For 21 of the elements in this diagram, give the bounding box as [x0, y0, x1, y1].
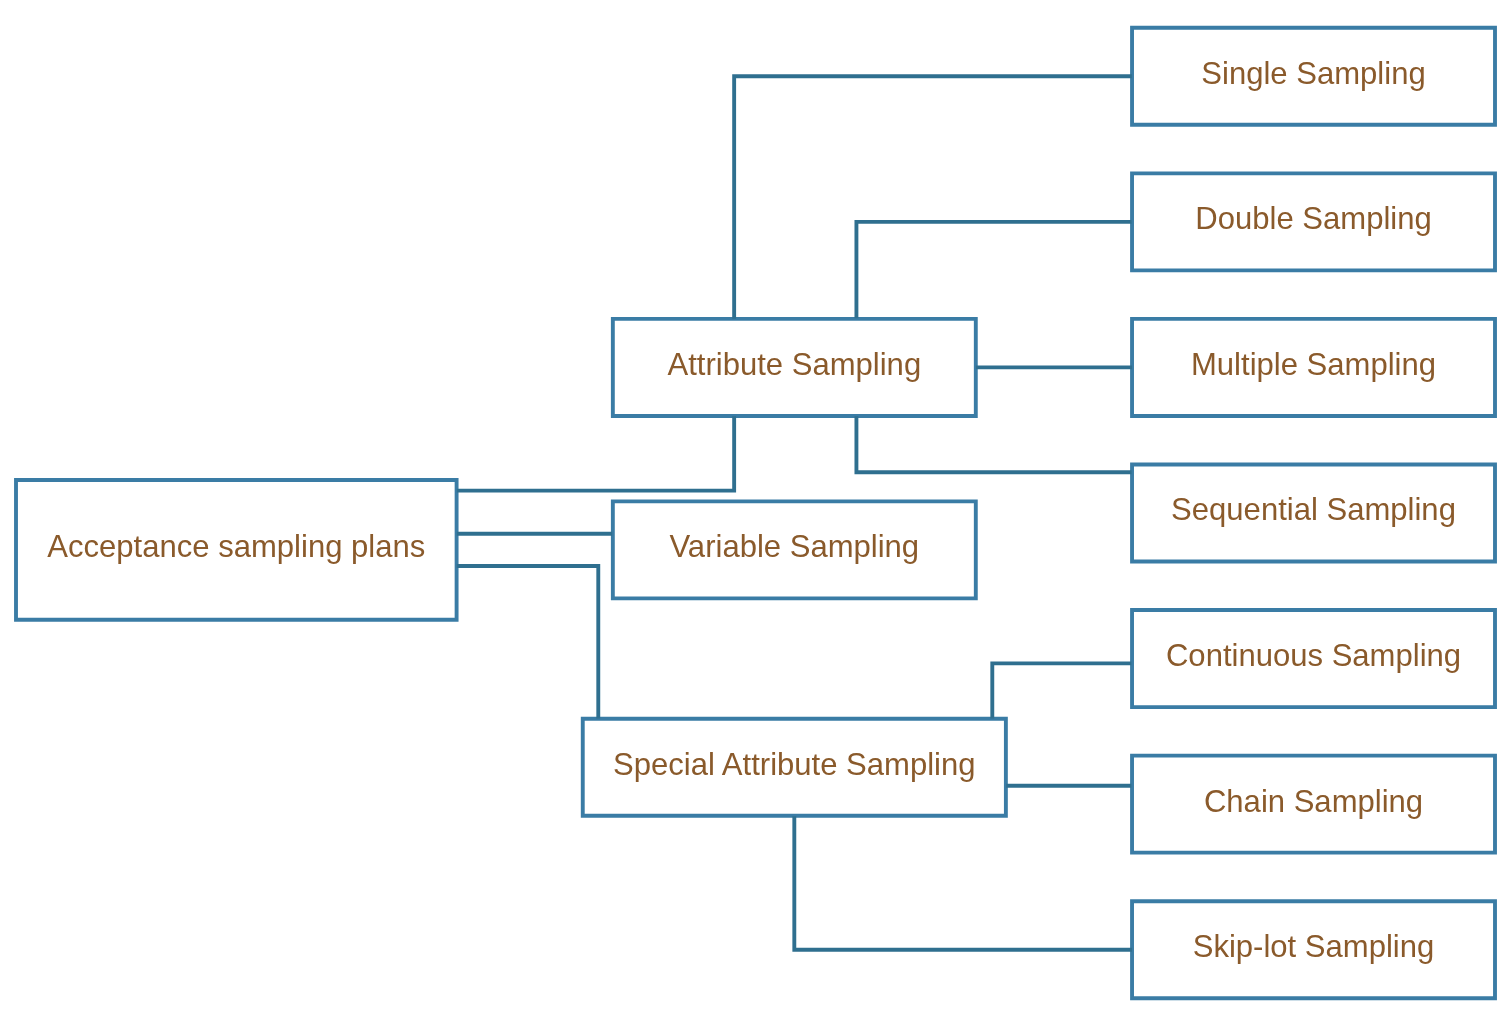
connector — [854, 416, 1132, 475]
connector — [1006, 783, 1132, 788]
connector — [456, 564, 601, 719]
node-box: Double Sampling — [1130, 171, 1497, 273]
connector — [732, 74, 1132, 319]
node-box: Acceptance sampling plans — [14, 478, 459, 622]
node-box: Attribute Sampling — [610, 316, 978, 418]
node-box: Continuous Sampling — [1130, 608, 1497, 710]
node-box: Variable Sampling — [610, 499, 978, 601]
node-box: Skip-lot Sampling — [1130, 899, 1497, 1001]
connector — [854, 219, 1132, 319]
node-box: Single Sampling — [1130, 25, 1497, 127]
connector — [792, 816, 1132, 952]
node-box: Special Attribute Sampling — [580, 716, 1008, 818]
node-box: Multiple Sampling — [1130, 316, 1497, 418]
connector — [456, 416, 737, 493]
connector — [456, 531, 613, 536]
connector — [990, 661, 1132, 719]
node-box: Sequential Sampling — [1130, 462, 1497, 564]
node-box: Chain Sampling — [1130, 753, 1497, 855]
connector — [975, 365, 1132, 370]
